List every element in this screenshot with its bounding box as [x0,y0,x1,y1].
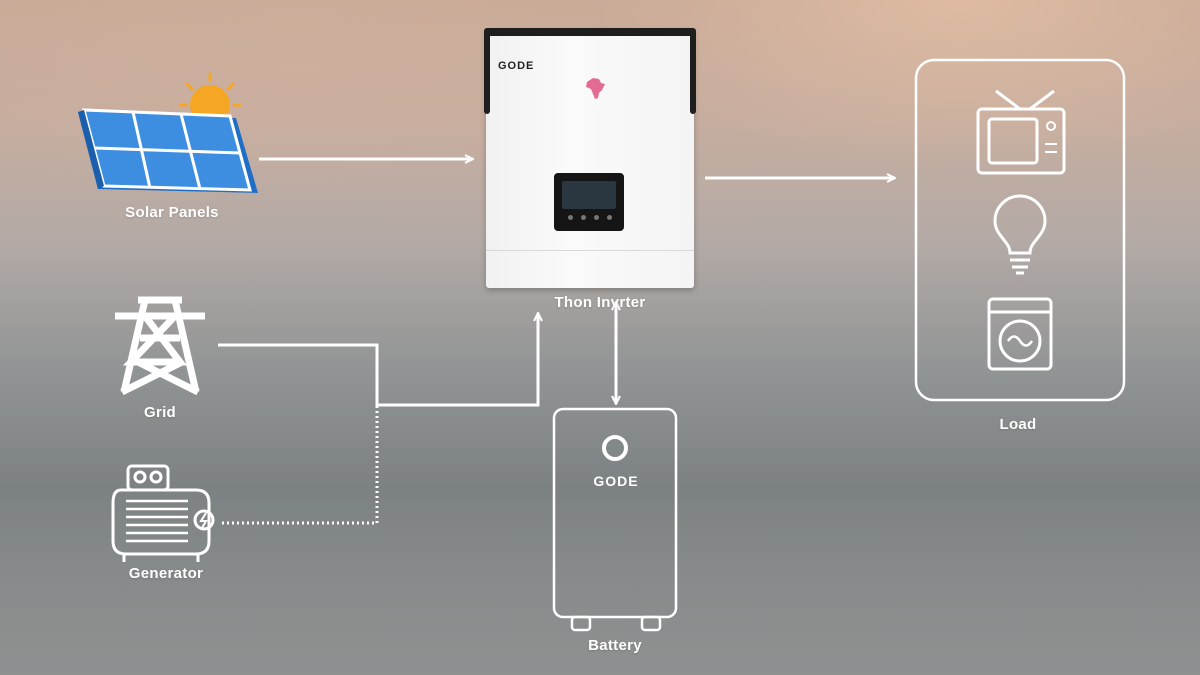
battery-icon [552,407,678,632]
inverter-top-cap [484,28,696,36]
generator-label: Generator [128,565,204,582]
connector-lines [218,159,895,525]
inverter-left-cap [484,34,490,114]
battery-brand: GODE [593,473,638,489]
inverter-device: GODE [484,28,696,288]
battery-label: Battery [588,637,642,654]
washing-machine-icon [987,297,1053,371]
light-bulb-icon [993,194,1047,275]
inverter-label: Thon Invrter [554,294,646,311]
tv-icon [976,89,1066,175]
load-label: Load [999,416,1037,433]
grid-to-inverter-line [218,313,538,407]
load-panel [914,58,1126,402]
africa-map-icon [586,78,605,99]
inverter-buttons [568,215,612,220]
generator-to-grid-line [222,405,379,525]
inverter-brand: GODE [498,60,535,72]
inverter-display-panel [554,173,624,231]
solar-panels-label: Solar Panels [125,204,219,221]
generator-icon [111,464,215,562]
power-tower-icon [115,296,205,396]
solar-panel-icon [78,72,258,193]
grid-label: Grid [143,404,177,421]
inverter-right-cap [690,34,696,114]
inverter-lcd [562,181,616,209]
inverter-bottom-divider [486,250,694,251]
